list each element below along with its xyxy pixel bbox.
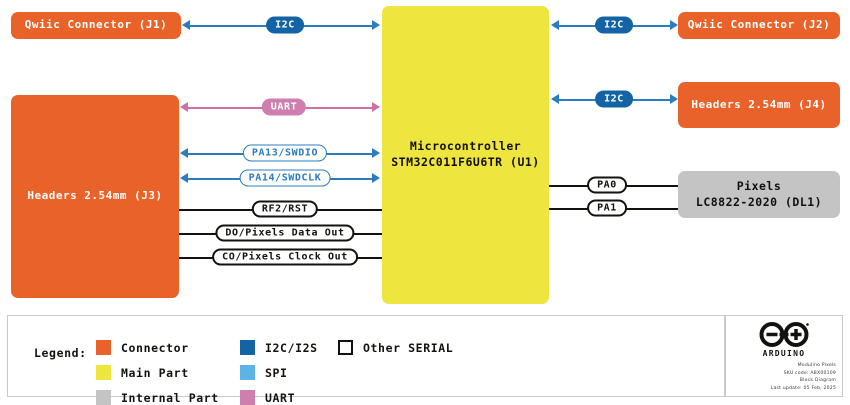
arrowhead-left-uart <box>180 102 188 112</box>
legend-swatch-connector <box>96 340 111 355</box>
legend-label-other-serial: Other SERIAL <box>363 340 454 355</box>
legend-item-uart: UART <box>240 390 295 405</box>
legend-item-spi: SPI <box>240 365 288 380</box>
arrowhead-right-uart <box>372 102 380 112</box>
legend-swatch-uart <box>240 390 255 405</box>
legend-item-i2c-i2s: I2C/I2S <box>240 340 318 355</box>
label-clock-out: CO/Pixels Clock Out <box>212 248 358 266</box>
legend-label-internal-part: Internal Part <box>121 390 219 405</box>
block-headers-j4[interactable]: Headers 2.54mm (J4) <box>678 82 840 128</box>
block-qwiic-connector-j2[interactable]: Qwiic Connector (J2) <box>678 12 840 39</box>
label-i2c-j1: I2C <box>266 16 304 34</box>
arrowhead-left-swdclk <box>180 173 188 183</box>
label-rst: RF2/RST <box>251 200 319 218</box>
branding-metadata: Modulino Pixels SKU code: ABX00109 Block… <box>771 362 836 392</box>
arrowhead-right-i2c-j2 <box>670 20 678 30</box>
label-swdclk: PA14/SWDCLK <box>239 169 331 187</box>
branding-sku: SKU code: ABX00109 <box>783 370 836 376</box>
arduino-wordmark: ARDUINO <box>762 349 806 358</box>
block-qwiic-connector-j1[interactable]: Qwiic Connector (J1) <box>11 12 181 39</box>
legend-swatch-internal-part <box>96 390 111 405</box>
legend-item-connector: Connector <box>96 340 189 355</box>
legend-title: Legend: <box>34 346 87 360</box>
arrowhead-right-i2c-j1 <box>372 20 380 30</box>
arrowhead-right-swdclk <box>372 173 380 183</box>
legend-label-main-part: Main Part <box>121 365 189 380</box>
label-uart: UART <box>261 98 307 116</box>
arduino-logo: ARDUINO <box>757 321 811 358</box>
arduino-infinity-icon <box>759 322 809 347</box>
branding-updated: Last update: 05 Feb, 2025 <box>770 385 836 391</box>
arrowhead-left-swdio <box>180 148 188 158</box>
legend-swatch-main-part <box>96 365 111 380</box>
arrowhead-right-i2c-j4 <box>670 94 678 104</box>
label-pa0: PA0 <box>587 176 627 194</box>
legend-swatch-spi <box>240 365 255 380</box>
legend-panel: Legend: Connector Main Part Internal Par… <box>7 315 725 405</box>
label-i2c-j4: I2C <box>595 90 633 108</box>
legend-label-spi: SPI <box>265 365 288 380</box>
label-i2c-j2: I2C <box>595 16 633 34</box>
branding-panel: ARDUINO Modulino Pixels SKU code: ABX001… <box>725 315 843 397</box>
branding-doc-type: Block Diagram <box>799 378 836 384</box>
legend-swatch-i2c-i2s <box>240 340 255 355</box>
arrowhead-left-i2c-j1 <box>182 20 190 30</box>
legend-swatch-other-serial <box>338 340 353 355</box>
arrowhead-left-i2c-j4 <box>551 94 559 104</box>
branding-product: Modulino Pixels <box>797 363 836 368</box>
block-microcontroller-u1[interactable]: Microcontroller STM32C011F6U6TR (U1) <box>382 6 549 304</box>
label-pa1: PA1 <box>587 199 627 217</box>
legend-label-uart: UART <box>265 390 296 405</box>
legend-item-main-part: Main Part <box>96 365 189 380</box>
arrowhead-right-swdio <box>372 148 380 158</box>
block-headers-j3[interactable]: Headers 2.54mm (J3) <box>11 95 179 298</box>
arrowhead-left-i2c-j2 <box>551 20 559 30</box>
label-data-out: DO/Pixels Data Out <box>215 224 355 242</box>
legend-item-internal-part: Internal Part <box>96 390 219 405</box>
legend-item-other-serial: Other SERIAL <box>338 340 453 355</box>
label-swdio: PA13/SWDIO <box>242 144 328 162</box>
legend-label-i2c-i2s: I2C/I2S <box>265 340 318 355</box>
block-pixels-dl1[interactable]: Pixels LC8822-2020 (DL1) <box>678 171 840 218</box>
legend-label-connector: Connector <box>121 340 189 355</box>
